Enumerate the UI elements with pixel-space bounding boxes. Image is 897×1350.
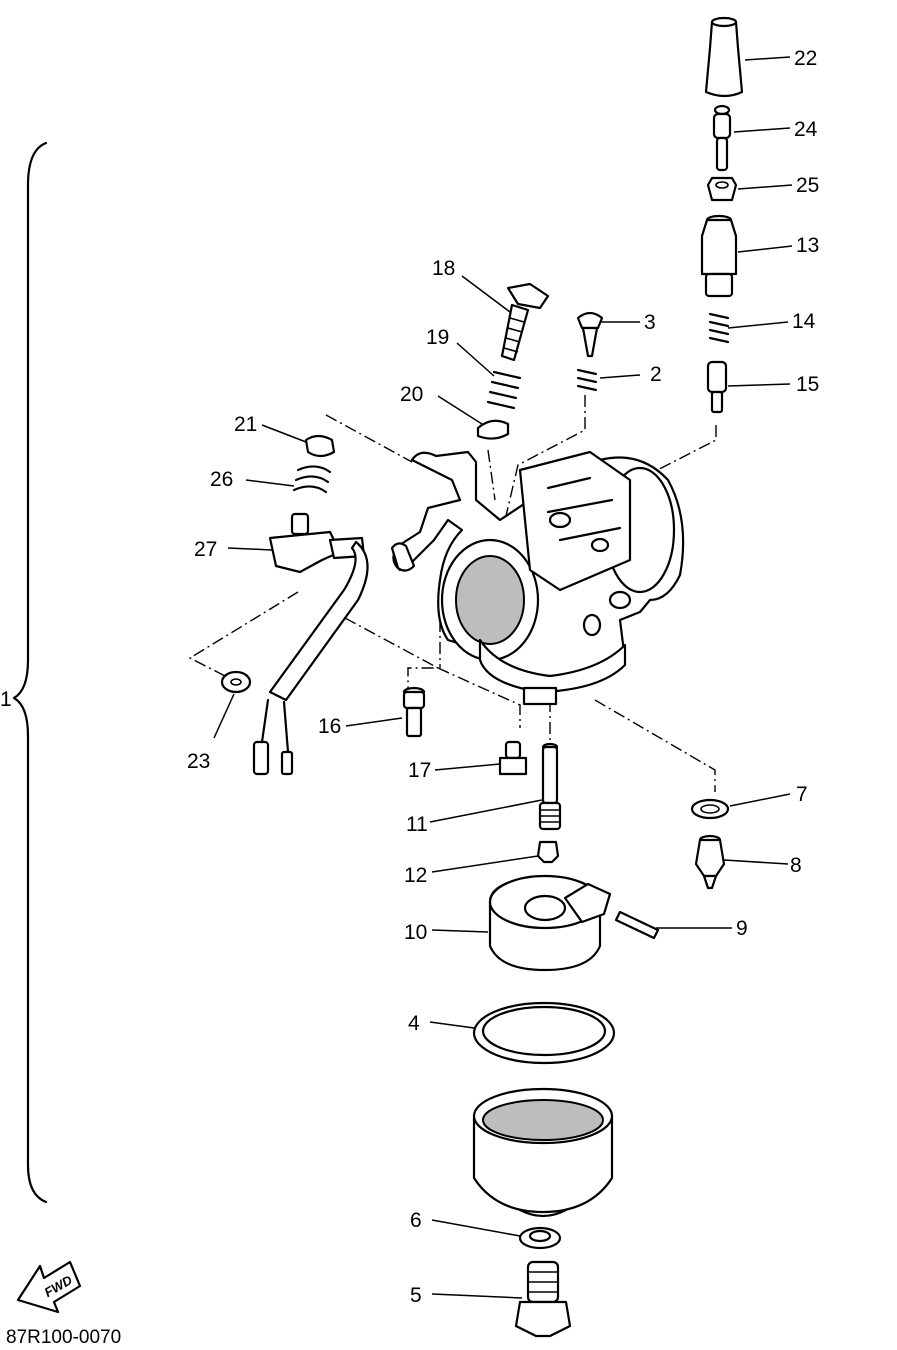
part-26-spring — [292, 465, 332, 494]
part-24-needle — [712, 104, 732, 172]
callout-15: 15 — [796, 373, 819, 396]
part-8-jet — [694, 834, 726, 890]
part-20-washer — [476, 419, 510, 440]
part-9-pin — [614, 910, 660, 940]
part-11-needle-jet — [538, 742, 562, 831]
part-12-main-jet — [536, 840, 560, 864]
callout-27: 27 — [194, 538, 217, 561]
callout-16: 16 — [318, 715, 341, 738]
callout-4: 4 — [408, 1012, 420, 1035]
callout-11: 11 — [406, 813, 428, 836]
part-21-cap — [304, 434, 336, 458]
part-17-screw — [498, 740, 528, 776]
callout-22: 22 — [794, 47, 817, 70]
callout-7: 7 — [796, 783, 808, 806]
callout-2: 2 — [650, 363, 662, 386]
callout-19: 19 — [426, 326, 449, 349]
callout-26: 26 — [210, 468, 233, 491]
callout-8: 8 — [790, 854, 802, 877]
part-27-choke — [252, 512, 369, 776]
callout-12: 12 — [404, 864, 427, 887]
part-4-gasket — [472, 1001, 616, 1065]
carburetor-body — [390, 450, 685, 706]
float-bowl — [472, 1087, 614, 1218]
part-23-washer — [220, 670, 252, 694]
assembly-label: 1 — [0, 688, 12, 711]
callout-18: 18 — [432, 257, 455, 280]
leader-lines — [213, 56, 793, 1299]
part-10-float — [488, 874, 612, 972]
part-22-cap — [704, 16, 744, 98]
part-2-spring — [576, 368, 598, 392]
callout-17: 17 — [408, 759, 431, 782]
part-5-drain-bolt — [514, 1260, 572, 1338]
callout-24: 24 — [794, 118, 818, 141]
part-7-washer — [690, 798, 730, 820]
drawing-code: 87R100-0070 — [6, 1327, 121, 1348]
callout-25: 25 — [796, 174, 819, 197]
callout-21: 21 — [234, 413, 257, 436]
part-3-screw — [576, 311, 604, 358]
fwd-arrow: FWD — [16, 1260, 82, 1314]
callout-labels: 22 24 25 13 18 3 14 19 2 15 20 21 26 27 … — [187, 47, 819, 1307]
callout-10: 10 — [404, 921, 427, 944]
part-13-cap-nut — [700, 214, 738, 298]
part-19-spring — [486, 370, 522, 410]
callout-23: 23 — [187, 750, 210, 773]
part-16-jet — [402, 686, 426, 738]
part-15-valve — [706, 360, 728, 414]
callout-3: 3 — [644, 311, 656, 334]
part-6-washer — [518, 1226, 562, 1250]
callout-9: 9 — [736, 917, 748, 940]
callout-6: 6 — [410, 1209, 422, 1232]
part-14-spring — [708, 312, 730, 344]
part-18-screw — [500, 282, 550, 362]
callout-20: 20 — [400, 383, 423, 406]
callout-5: 5 — [410, 1284, 422, 1307]
part-25-nut — [706, 176, 738, 202]
assembly-bracket: 1 — [0, 141, 48, 1204]
callout-14: 14 — [792, 310, 816, 333]
callout-13: 13 — [796, 234, 819, 257]
